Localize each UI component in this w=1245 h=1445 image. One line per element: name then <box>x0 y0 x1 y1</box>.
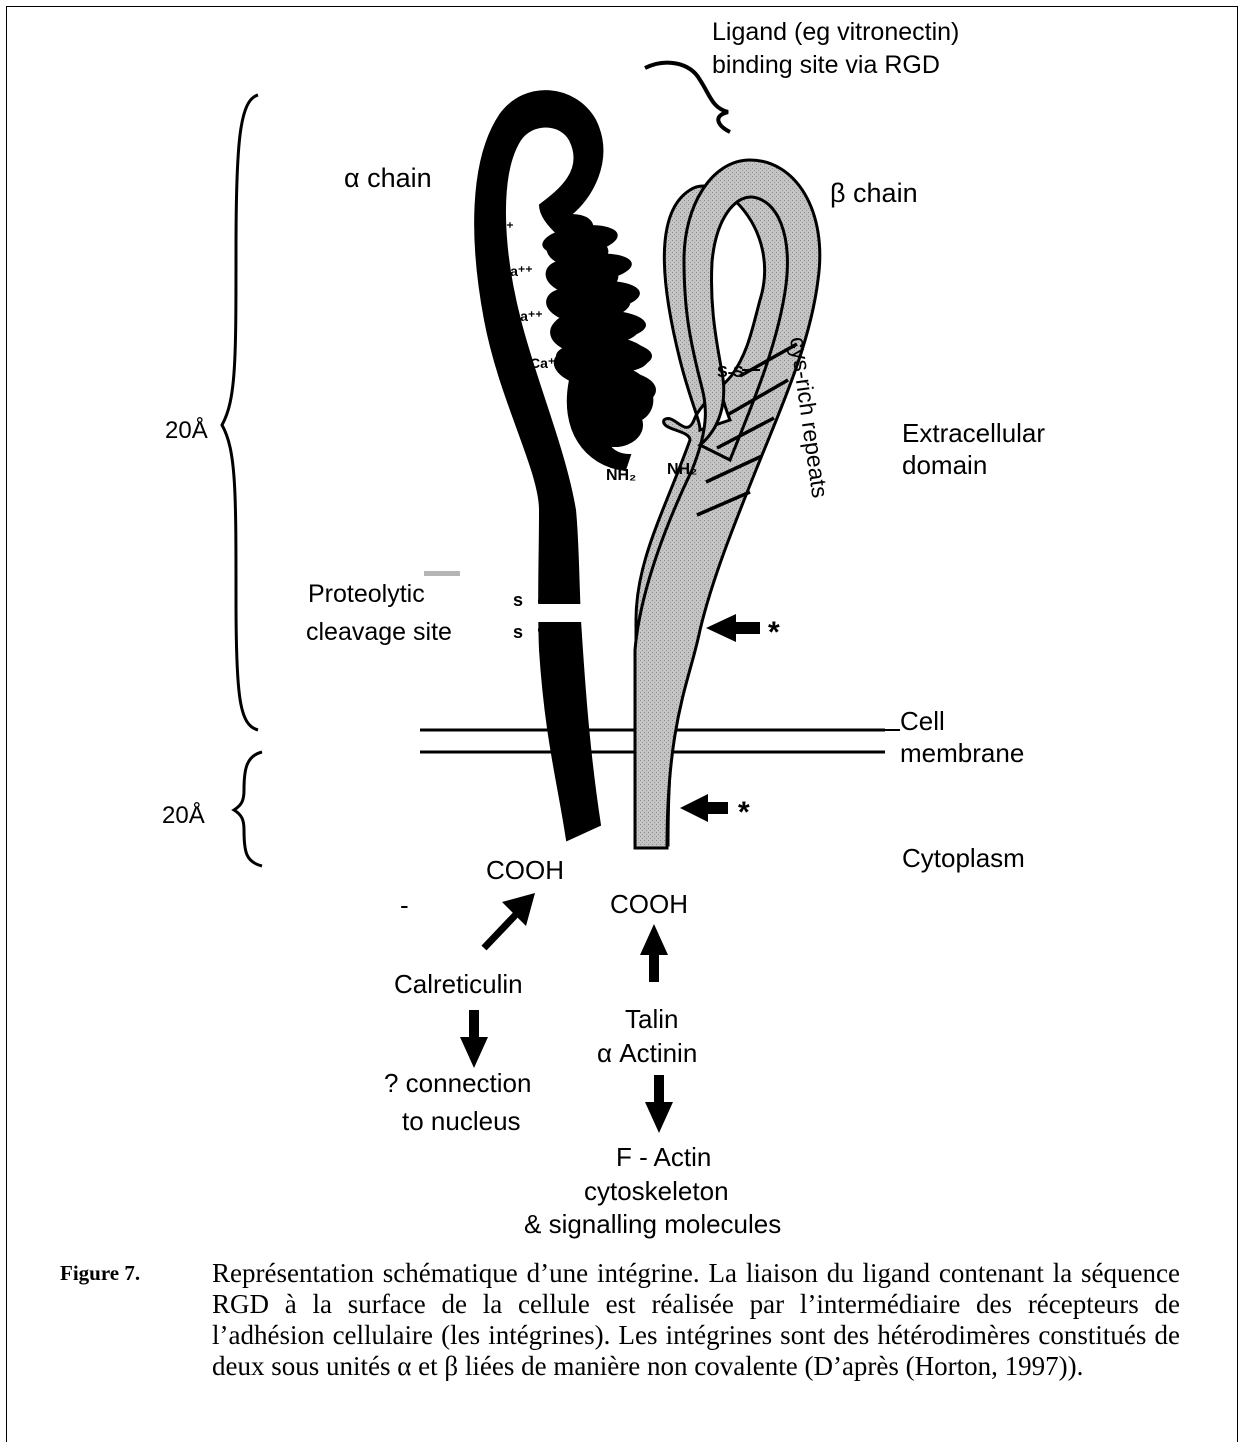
s-label-top: s <box>513 590 523 610</box>
minus-sign: - <box>400 890 409 920</box>
scale-brace-bottom <box>234 752 262 866</box>
arrow-talin-up-head <box>640 924 668 955</box>
caption-number: Figure 7. <box>60 1258 140 1289</box>
scale-label-top: 20Å <box>165 416 208 444</box>
extracellular-label-line2: domain <box>902 450 987 480</box>
factin-label-line2: cytoskeleton <box>584 1176 729 1206</box>
proteolytic-label-line2: cleavage site <box>306 618 452 646</box>
calreticulin-label: Calreticulin <box>394 969 523 999</box>
cytoplasm-label: Cytoplasm <box>902 843 1025 873</box>
ligand-label-line1: Ligand (eg vitronectin) <box>712 18 959 46</box>
beta-chain-body <box>635 160 820 848</box>
extracellular-label-line1: Extracellular <box>902 418 1045 448</box>
ca-label-4: Ca⁺⁺ <box>530 355 563 371</box>
nucleus-label-line1: ? connection <box>384 1068 531 1098</box>
beta-chain-label: β chain <box>830 178 918 208</box>
arrow-calreticulin-down-head <box>460 1037 488 1068</box>
factin-label-line3: & signalling molecules <box>524 1209 781 1239</box>
arrow-star-upper <box>706 614 760 642</box>
cleavage-gap <box>528 604 590 622</box>
arrow-star-lower <box>680 794 728 822</box>
talin-label: Talin <box>625 1004 678 1034</box>
caption-text: Représentation schématique d’une intégri… <box>212 1258 1180 1382</box>
proteolytic-label-line1: Proteolytic <box>308 580 425 608</box>
ss-label: S-S <box>717 364 744 381</box>
ca-label-2: Ca⁺⁺ <box>500 263 533 279</box>
cooh-alpha-label: COOH <box>486 855 564 885</box>
integrin-diagram: Ligand (eg vitronectin) binding site via… <box>0 0 1245 1250</box>
star-upper: * <box>768 616 780 649</box>
scale-label-bottom: 20Å <box>162 801 205 829</box>
actinin-label: α Actinin <box>597 1038 697 1068</box>
s-label-bottom: s <box>513 622 523 642</box>
nh2-beta-label: NH₂ <box>667 461 697 478</box>
cell-label-line2: membrane <box>900 738 1024 768</box>
ligand-label-line2: binding site via RGD <box>712 51 940 79</box>
nucleus-label-line2: to nucleus <box>402 1106 521 1136</box>
arrow-calreticulin-down-shaft <box>469 1010 479 1040</box>
cooh-beta-label: COOH <box>610 889 688 919</box>
alpha-chain-label: α chain <box>344 163 432 193</box>
star-lower: * <box>738 796 750 829</box>
arrow-talin-down-head <box>645 1102 673 1133</box>
ca-label-1: Ca⁺⁺ <box>481 219 514 235</box>
grey-mark <box>424 571 460 576</box>
arrow-talin-down-shaft <box>654 1075 664 1105</box>
ca-label-3: Ca⁺⁺ <box>510 308 543 324</box>
nh2-alpha-label: NH₂ <box>606 467 636 484</box>
arrow-talin-up-shaft <box>649 952 659 982</box>
cys-rich-label: cys-rich repeats <box>785 335 833 499</box>
alpha-chain <box>475 91 652 840</box>
scale-brace-top <box>222 95 258 730</box>
factin-label-line1: F - Actin <box>616 1142 711 1172</box>
cell-label-line1: Cell <box>900 706 945 736</box>
